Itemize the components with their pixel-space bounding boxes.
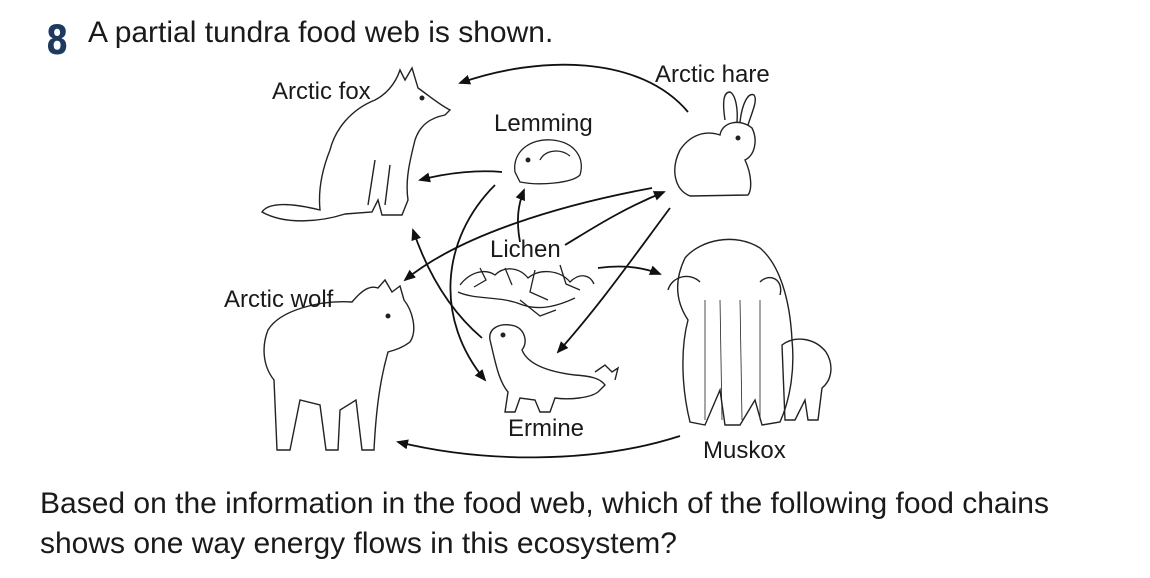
label-ermine: Ermine (508, 415, 585, 442)
arctic-hare-illustration (674, 91, 757, 197)
label-muskox: Muskox (703, 437, 786, 464)
arrow-hare-to-ermine (556, 207, 671, 354)
label-lemming: Lemming (494, 110, 593, 137)
arrow-lichen-to-lemming (515, 188, 525, 243)
label-arctic-hare: Arctic hare (655, 61, 770, 88)
arrow-hare-to-wolf (403, 187, 653, 282)
arrow-lemming-to-ermine (449, 184, 496, 382)
arrow-lichen-to-muskox (597, 265, 662, 275)
lemming-illustration (514, 139, 582, 185)
arrow-lichen-to-hare (564, 191, 666, 246)
food-web-diagram (260, 63, 832, 459)
arrow-ermine-to-fox (411, 228, 483, 339)
energy-flow-arrows (396, 63, 689, 459)
arrow-muskox-to-wolf (396, 435, 681, 459)
label-arctic-wolf: Arctic wolf (224, 286, 334, 313)
question-number: 8 (46, 18, 69, 64)
ermine-illustration (489, 324, 620, 413)
arrow-lemming-to-fox (418, 170, 503, 183)
label-arctic-fox: Arctic fox (272, 78, 371, 105)
arctic-wolf-illustration (263, 278, 415, 451)
arctic-fox-illustration (260, 66, 452, 222)
arrow-hare-to-fox (458, 63, 689, 113)
question-prompt: Based on the information in the food web… (40, 487, 1049, 560)
question-intro: A partial tundra food web is shown. (88, 16, 554, 49)
lichen-illustration (457, 264, 595, 317)
label-lichen: Lichen (490, 236, 561, 263)
muskox-illustration (667, 238, 832, 426)
